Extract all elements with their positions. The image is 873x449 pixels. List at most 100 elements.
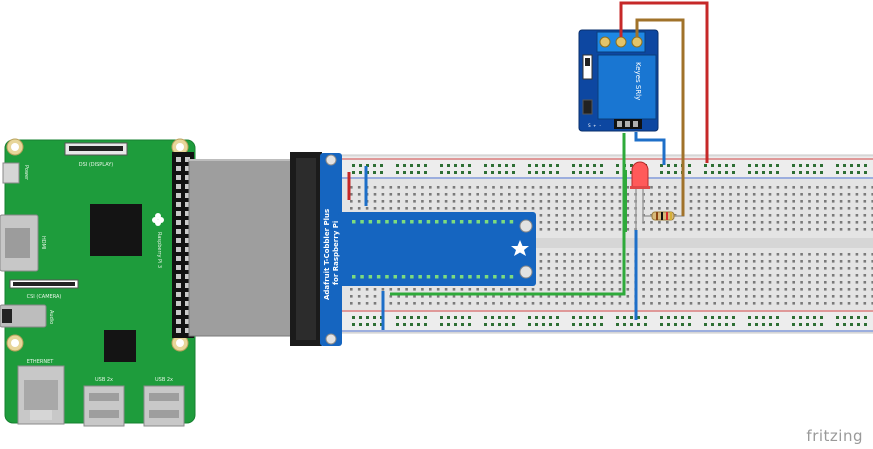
breadboard-hole <box>697 221 701 224</box>
breadboard-hole <box>563 274 566 277</box>
rail-hole <box>857 323 860 326</box>
breadboard-hole <box>847 200 851 203</box>
cobbler-pin <box>476 220 480 224</box>
cobbler-pin <box>476 275 480 279</box>
breadboard-hole <box>492 193 495 196</box>
gpio-pin <box>176 202 181 207</box>
breadboard-hole <box>413 302 416 305</box>
breadboard-hole <box>531 207 535 210</box>
breadboard-hole <box>547 207 551 210</box>
breadboard-hole <box>547 302 551 305</box>
breadboard-hole <box>776 228 780 231</box>
t-cobbler-board: Adafruit T-Cobbler Plus for Raspberry Pi <box>320 153 536 346</box>
gpio-pin <box>176 274 181 279</box>
breadboard-hole <box>626 186 630 189</box>
breadboard-hole <box>476 207 479 210</box>
rail-hole <box>572 323 575 326</box>
breadboard-hole <box>508 295 511 298</box>
breadboard-hole <box>618 302 622 305</box>
rail-hole <box>644 316 647 319</box>
breadboard-hole <box>579 281 582 284</box>
breadboard-hole <box>800 186 803 189</box>
rail-hole <box>535 323 538 326</box>
breadboard-hole <box>689 288 693 291</box>
breadboard-hole <box>871 281 873 284</box>
breadboard-hole <box>776 207 780 210</box>
rail-hole <box>718 164 721 167</box>
breadboard-hole <box>626 228 630 231</box>
breadboard-hole <box>855 193 859 196</box>
breadboard-hole <box>373 302 377 305</box>
rail-hole <box>447 316 450 319</box>
breadboard-hole <box>500 207 503 210</box>
breadboard-hole <box>618 274 622 277</box>
breadboard-hole <box>484 295 487 298</box>
breadboard-hole <box>571 221 574 224</box>
rail-hole <box>600 164 603 167</box>
rail-hole <box>440 316 443 319</box>
breadboard-hole <box>792 302 795 305</box>
rail-hole <box>424 171 427 174</box>
rail-hole <box>704 171 707 174</box>
rail-hole <box>528 164 531 167</box>
breadboard-hole <box>547 281 551 284</box>
breadboard-hole <box>405 200 408 203</box>
breadboard-hole <box>737 186 740 189</box>
breadboard-hole <box>847 214 851 217</box>
breadboard-hole <box>436 302 440 305</box>
usb-label-2: USB 2x <box>155 377 173 383</box>
gpio-pin <box>176 220 181 225</box>
breadboard-hole <box>792 193 795 196</box>
cobbler-pin <box>435 220 439 224</box>
breadboard-hole <box>808 214 811 217</box>
breadboard-hole <box>776 274 780 277</box>
breadboard-hole <box>831 295 835 298</box>
breadboard-hole <box>721 260 724 263</box>
relay-transistor <box>582 99 593 115</box>
breadboard-hole <box>752 200 756 203</box>
breadboard-hole <box>666 200 669 203</box>
wire-brown-relay <box>635 18 685 216</box>
rail-hole <box>704 164 707 167</box>
rail-hole <box>498 171 501 174</box>
breadboard-hole <box>413 288 416 291</box>
gpio-pin <box>176 265 181 270</box>
cobbler-pin <box>501 220 505 224</box>
rail-hole <box>820 323 823 326</box>
breadboard-hole <box>784 281 788 284</box>
breadboard-hole <box>863 302 867 305</box>
breadboard-hole <box>405 288 408 291</box>
breadboard-hole <box>618 200 622 203</box>
breadboard-hole <box>650 295 653 298</box>
breadboard-hole <box>587 302 590 305</box>
rail-hole <box>417 164 420 167</box>
rail-hole <box>755 316 758 319</box>
gpio-pin <box>176 157 181 162</box>
breadboard-hole <box>405 186 408 189</box>
breadboard-hole <box>855 288 859 291</box>
breadboard-hole <box>689 186 693 189</box>
breadboard-hole <box>737 214 740 217</box>
breadboard-hole <box>831 200 835 203</box>
breadboard-hole <box>776 214 780 217</box>
breadboard-hole <box>452 288 456 291</box>
rail-hole <box>373 323 376 326</box>
rail-hole <box>579 171 582 174</box>
rail-hole <box>359 323 362 326</box>
breadboard-hole <box>618 207 622 210</box>
rail-hole <box>491 164 494 167</box>
rail-hole <box>542 164 545 167</box>
breadboard-hole <box>650 267 653 270</box>
breadboard-hole <box>602 295 606 298</box>
breadboard-hole <box>492 186 495 189</box>
breadboard-hole <box>847 207 851 210</box>
breadboard-hole <box>429 302 432 305</box>
breadboard-hole <box>436 288 440 291</box>
breadboard-hole <box>626 260 630 263</box>
breadboard-hole <box>357 302 361 305</box>
breadboard-hole <box>847 186 851 189</box>
breadboard-hole <box>397 207 400 210</box>
breadboard-hole <box>594 260 598 263</box>
rail-hole <box>776 323 779 326</box>
breadboard-hole <box>681 267 685 270</box>
